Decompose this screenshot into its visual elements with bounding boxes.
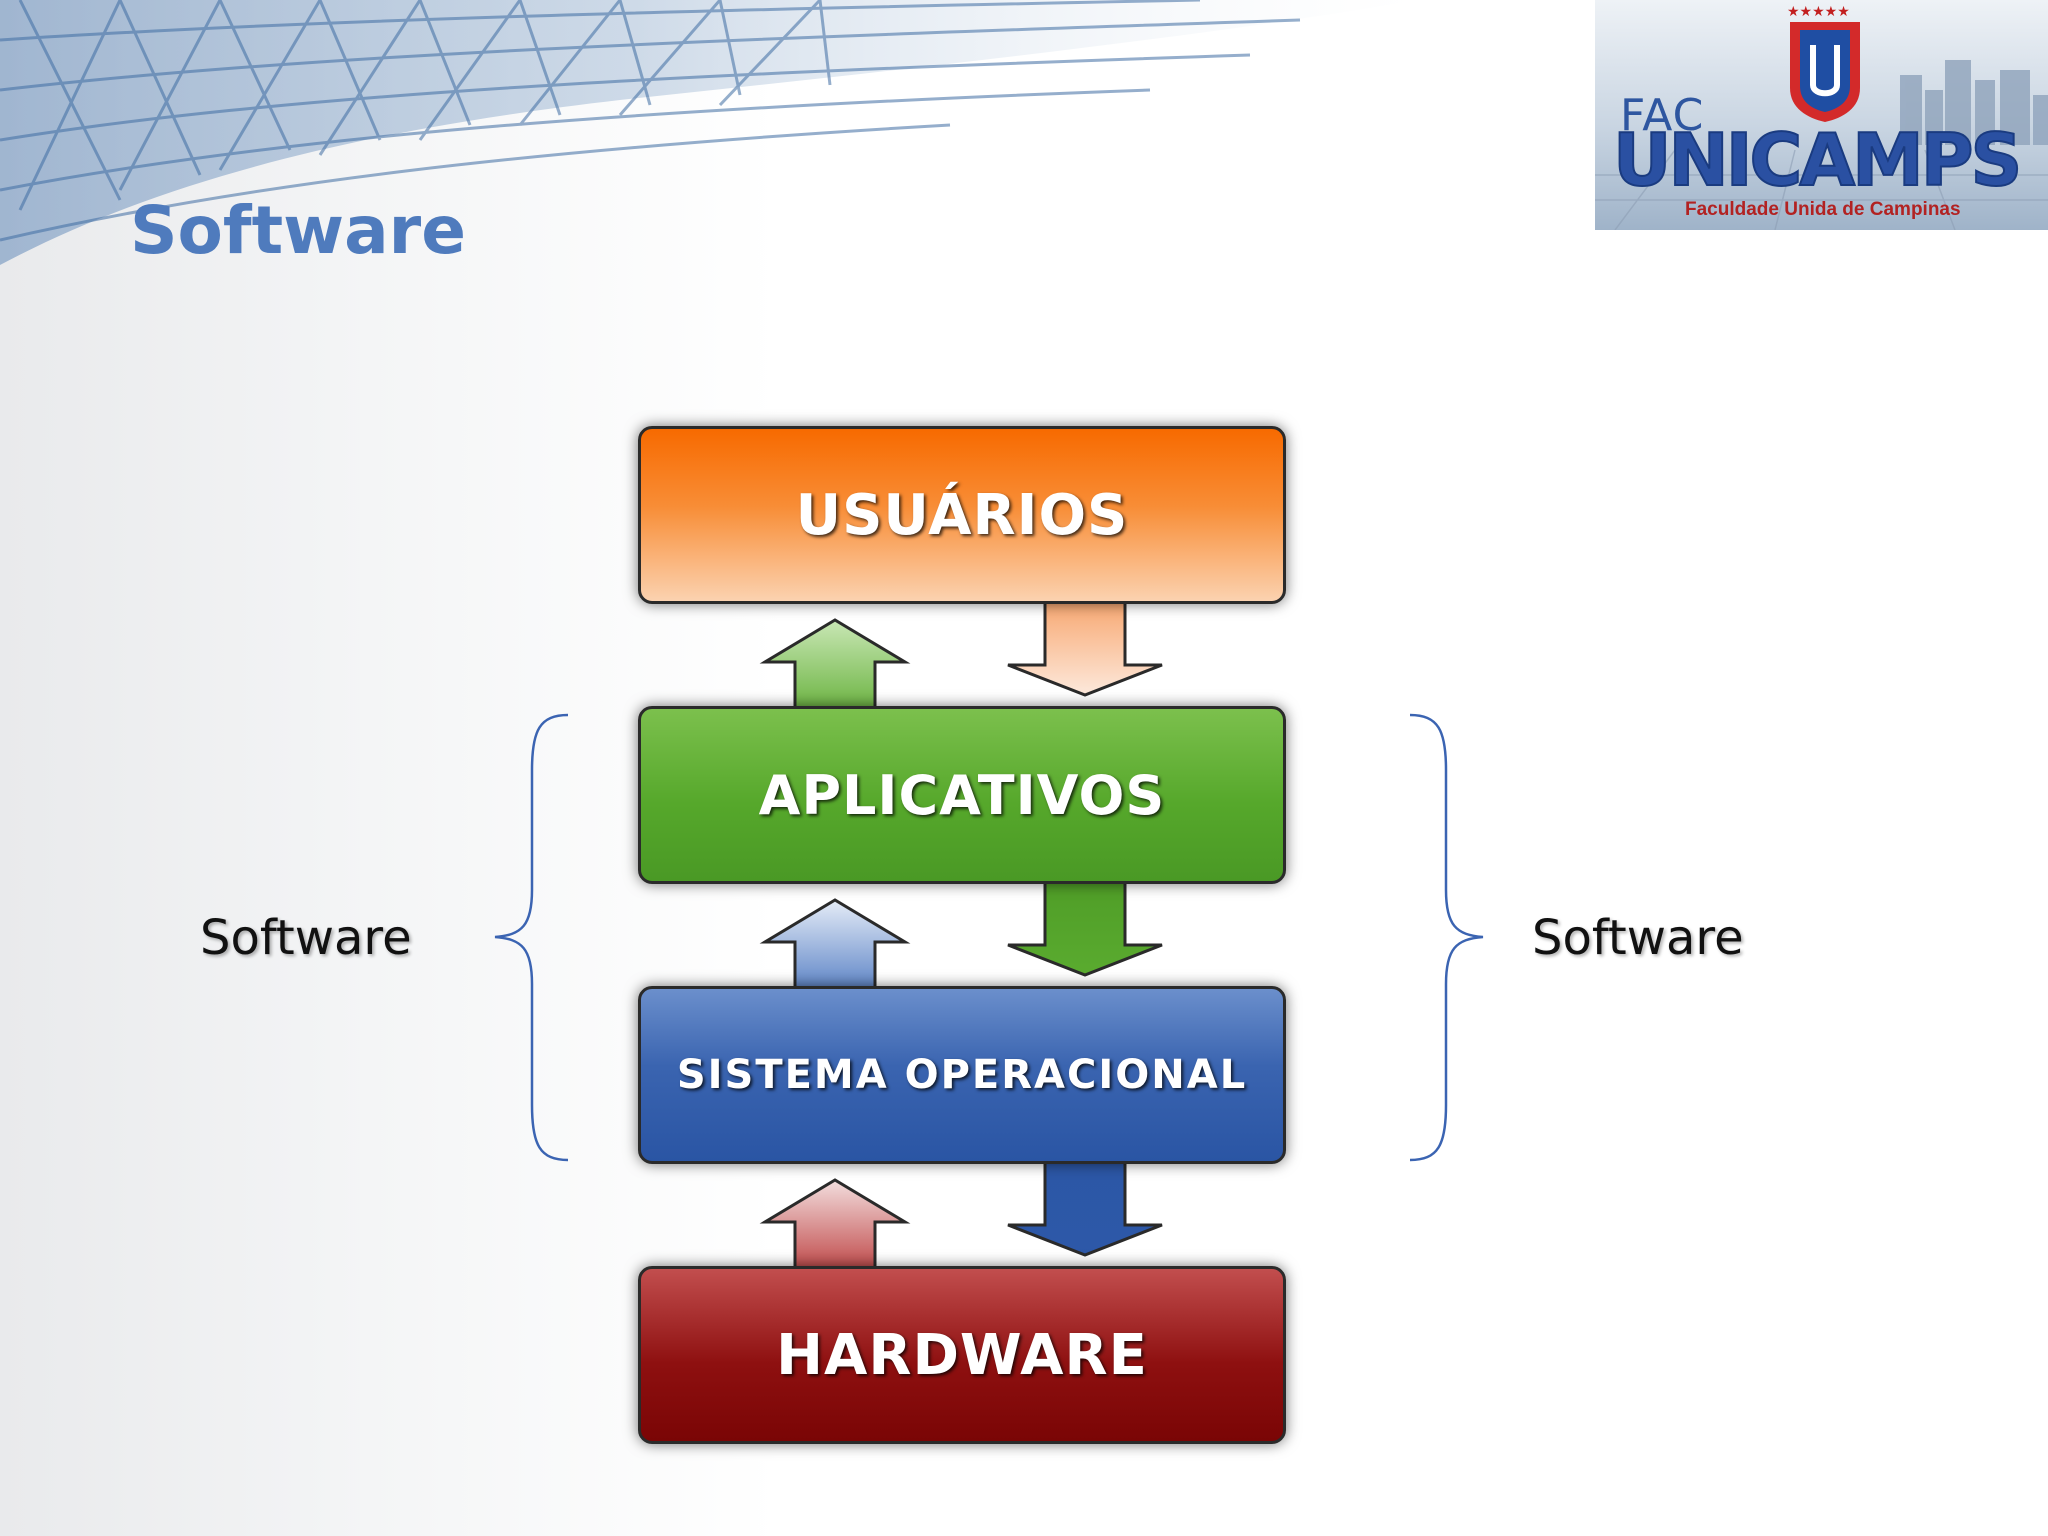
layer-applications-label: APLICATIVOS xyxy=(759,764,1166,827)
left-curly-brace xyxy=(490,710,570,1165)
layer-operating-system: SISTEMA OPERACIONAL xyxy=(638,986,1286,1164)
up-arrow-apps-to-users xyxy=(765,620,905,710)
layer-operating-system-label: SISTEMA OPERACIONAL xyxy=(677,1052,1247,1098)
up-arrow-os-to-apps xyxy=(765,900,905,990)
logo-subtitle-text: Faculdade Unida de Campinas xyxy=(1685,199,1961,221)
down-arrow-users-to-apps xyxy=(1008,598,1162,695)
layer-applications: APLICATIVOS xyxy=(638,706,1286,884)
down-arrow-os-to-hw xyxy=(1008,1158,1162,1255)
unicamps-logo: ★★★★★ FAC UNICAMPS Faculdade Unida de Ca… xyxy=(1595,0,2048,230)
up-arrow-hw-to-os xyxy=(765,1180,905,1270)
right-curly-brace xyxy=(1408,710,1488,1165)
layer-hardware: HARDWARE xyxy=(638,1266,1286,1444)
layer-users: USUÁRIOS xyxy=(638,426,1286,604)
slide-title: Software xyxy=(130,198,466,264)
layer-users-label: USUÁRIOS xyxy=(796,483,1129,548)
left-software-label: Software xyxy=(200,914,412,962)
layer-hardware-label: HARDWARE xyxy=(776,1323,1148,1388)
down-arrow-apps-to-os xyxy=(1008,878,1162,975)
right-software-label: Software xyxy=(1532,914,1744,962)
logo-name-text: UNICAMPS xyxy=(1613,118,2019,202)
logo-stars: ★★★★★ xyxy=(1787,4,1850,20)
system-layers-diagram: USUÁRIOS APLICATIVOS SISTEMA OPERACIONAL… xyxy=(610,410,1310,1480)
